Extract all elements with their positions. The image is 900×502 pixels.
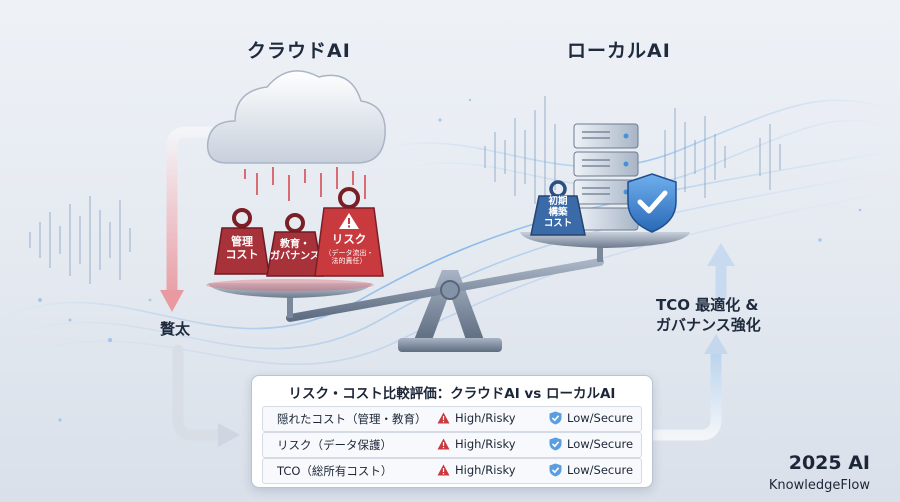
local-rating: Low/Secure (567, 437, 634, 451)
table-row: 隠れたコスト（管理・教育） High/Risky Low/Secure (262, 406, 642, 432)
left-pan-glow (206, 279, 374, 291)
table-row: リスク（データ保護） High/Risky Low/Secure (262, 432, 642, 458)
weight-initial-build-cost-label: 初期 構築 コスト (543, 196, 573, 229)
brand-year: 2025 AI (788, 452, 870, 474)
weight-management-cost: 管理 コスト (214, 206, 270, 276)
right-up-arrow-head (704, 334, 728, 354)
weight-initial-build-cost: 初期 構築 コスト (530, 180, 586, 236)
right-pan (520, 232, 690, 248)
weight-risk-label: リスク (331, 232, 367, 246)
brand-name: KnowledgeFlow (768, 478, 870, 493)
comparison-table-title: リスク・コスト比較評価：クラウドAI vs ローカルAI (288, 386, 616, 402)
weight-management-cost-label: 管理 コスト (225, 235, 259, 261)
left-lower-arrow-head (218, 423, 240, 447)
particles (38, 98, 862, 422)
row-label: 隠れたコスト（管理・教育） (277, 412, 427, 426)
right-top-arrow-head (707, 243, 735, 266)
left-side-label: 贅太 (160, 320, 191, 338)
left-waveform (29, 196, 131, 284)
security-shield-icon (627, 173, 677, 233)
shield-check-icon (549, 411, 562, 426)
warning-icon (437, 463, 450, 477)
local-rating: Low/Secure (567, 463, 634, 477)
comparison-table: リスク・コスト比較評価：クラウドAI vs ローカルAI 隠れたコスト（管理・教… (251, 375, 653, 488)
shield-check-icon (549, 437, 562, 452)
left-down-arrow-head (160, 290, 184, 312)
weight-risk-sublabel: （データ流出・ 法的責任） (324, 249, 374, 266)
cloud-rating: High/Risky (455, 437, 516, 451)
row-label: リスク（データ保護） (277, 438, 392, 452)
left-down-arrow-shaft (166, 126, 218, 298)
row-label: TCO（総所有コスト） (277, 464, 393, 478)
shield-check-icon (549, 463, 562, 478)
right-up-arrow-shaft (648, 346, 722, 441)
local-rating: Low/Secure (567, 411, 634, 425)
scale-pivot (440, 280, 460, 300)
right-side-label: TCO 最適化 & ガバナンス強化 (656, 296, 761, 334)
data-drips (244, 167, 366, 201)
cloud-rating: High/Risky (455, 411, 516, 425)
warning-icon (437, 411, 450, 425)
scale-base (398, 338, 502, 352)
cloud-rating: High/Risky (455, 463, 516, 477)
cloud-icon (206, 70, 386, 201)
cloud-ai-title: クラウドAI (247, 40, 351, 62)
left-pan (208, 283, 372, 298)
left-lower-arrow-shaft (172, 344, 226, 441)
weight-risk: リスク （データ流出・ 法的責任） (314, 186, 384, 278)
warning-icon (437, 437, 450, 451)
local-ai-title: ローカルAI (567, 40, 671, 62)
table-row: TCO（総所有コスト） High/Risky Low/Secure (262, 458, 642, 484)
weight-education-governance-label: 教育・ ガバナンス (270, 239, 320, 262)
server-icon (573, 123, 639, 231)
